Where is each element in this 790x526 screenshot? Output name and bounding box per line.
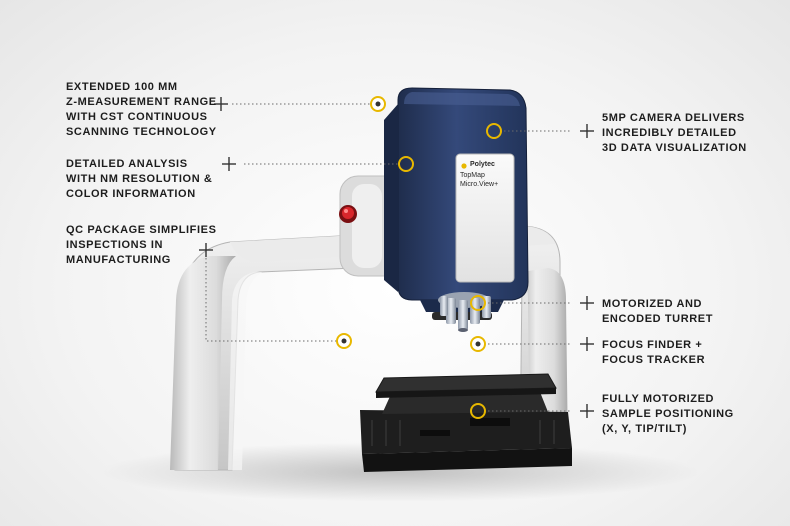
- head-label: Polytec TopMap Micro.View+: [460, 160, 514, 189]
- callout-qc: QC PACKAGE SIMPLIFIES INSPECTIONS IN MAN…: [66, 224, 217, 266]
- callout-z-range: EXTENDED 100 MM Z-MEASUREMENT RANGE WITH…: [66, 81, 217, 138]
- plus-icon: [580, 404, 594, 418]
- measurement-head: [384, 87, 529, 320]
- callout-focus: FOCUS FINDER + FOCUS TRACKER: [602, 339, 706, 366]
- hotspots: [336, 96, 502, 419]
- callout-camera: 5MP CAMERA DELIVERS INCREDIBLY DETAILED …: [602, 112, 747, 154]
- model-line-2: Micro.View+: [460, 181, 499, 188]
- leader-lines: [205, 103, 572, 412]
- plus-icon: [580, 124, 594, 138]
- callout-turret: MOTORIZED AND ENCODED TURRET: [602, 298, 714, 325]
- hotspot-icon: [470, 295, 486, 311]
- emergency-stop-icon: [339, 205, 357, 223]
- plus-icon: [214, 97, 228, 111]
- plus-icon: [222, 157, 236, 171]
- model-line-1: TopMap: [460, 172, 485, 179]
- hotspot-icon: [470, 336, 486, 352]
- hotspot-icon: [370, 96, 386, 112]
- hotspot-icon: [486, 123, 502, 139]
- plus-icon: [580, 296, 594, 310]
- plus-markers: [199, 97, 594, 418]
- callout-positioning: FULLY MOTORIZED SAMPLE POSITIONING (X, Y…: [602, 393, 734, 435]
- hotspot-icon: [336, 333, 352, 349]
- plus-icon: [580, 337, 594, 351]
- polytec-logo-icon: [461, 163, 467, 169]
- callout-analysis: DETAILED ANALYSIS WITH NM RESOLUTION & C…: [66, 158, 213, 200]
- plus-icon: [199, 243, 213, 257]
- sample-stage: [360, 373, 572, 472]
- hotspot-icon: [470, 403, 486, 419]
- brand-name: Polytec: [470, 161, 495, 168]
- hotspot-icon: [398, 156, 414, 172]
